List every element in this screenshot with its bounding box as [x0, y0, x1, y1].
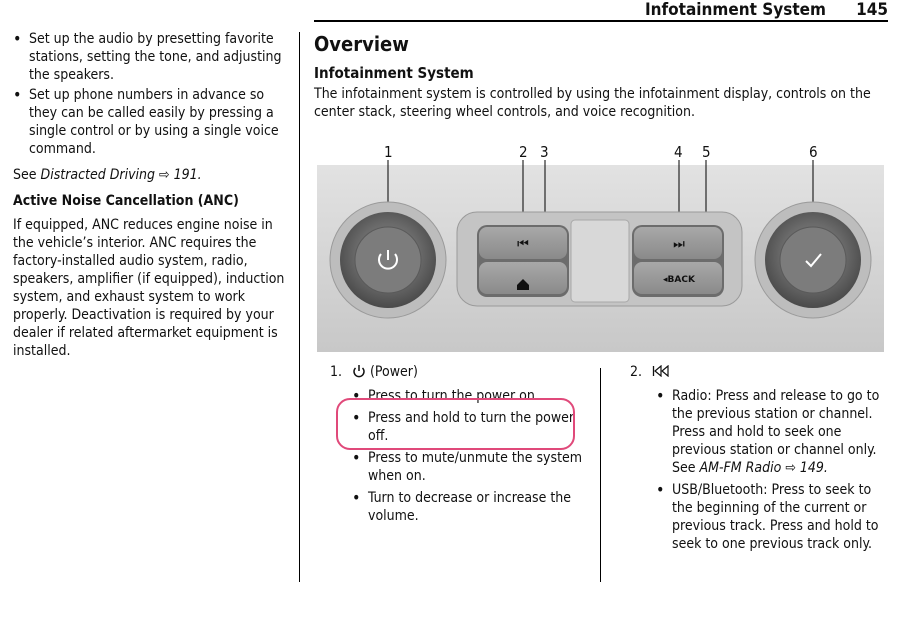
see-link[interactable]: Distracted Driving: [40, 167, 156, 183]
callout-5: 5: [702, 143, 711, 161]
arrow-icon: ⇨: [785, 460, 796, 476]
item-number: 2.: [630, 364, 643, 380]
see-reference: See Distracted Driving ⇨ 191.: [13, 167, 202, 183]
overview-intro: The infotainment system is controlled by…: [314, 86, 871, 120]
infotainment-subheading: Infotainment System: [314, 64, 474, 82]
power-icon: [353, 365, 365, 378]
page-number: 145: [856, 0, 888, 20]
select-knob: [754, 201, 872, 319]
bullet-text: Set up the audio by presetting favorite …: [29, 31, 282, 83]
column-divider-right: [600, 368, 601, 582]
overview-heading: Overview: [314, 32, 409, 56]
anc-paragraph: If equipped, ANC reduces engine noise in…: [13, 217, 285, 359]
svg-text:⏮: ⏮: [517, 237, 529, 252]
column-divider-left: [299, 32, 300, 582]
list-item: Press to turn the power on.: [352, 387, 585, 405]
callout-6: 6: [809, 143, 818, 161]
list-item: Set up phone numbers in advance so they …: [13, 86, 285, 158]
seek-forward-back-buttons: ⏭ ◂BACK: [632, 225, 724, 297]
callout-1: 1: [384, 143, 393, 161]
header-rule: [314, 20, 888, 22]
bullet-text: Set up phone numbers in advance so they …: [29, 87, 279, 157]
arrow-icon: ⇨: [159, 167, 170, 183]
highlight-annotation: [336, 398, 575, 450]
power-knob: [329, 201, 447, 319]
back-button-label: ◂BACK: [663, 275, 696, 285]
callout-2: 2: [519, 143, 528, 161]
item-label: (Power): [370, 364, 418, 380]
list-item: USB/Bluetooth: Press to seek to the begi…: [656, 481, 880, 553]
item-number: 1.: [330, 364, 343, 380]
seek-back-home-buttons: ⏮: [477, 225, 569, 297]
left-column: Set up the audio by presetting favorite …: [13, 30, 285, 360]
anc-heading: Active Noise Cancellation (ANC): [13, 193, 239, 209]
callout-3: 3: [540, 143, 549, 161]
list-item: Turn to decrease or increase the volume.: [352, 489, 585, 525]
callout-4: 4: [674, 143, 683, 161]
list-item: Radio: Press and release to go to the pr…: [656, 387, 880, 477]
seek-back-icon: [652, 364, 669, 378]
list-item: Set up the audio by presetting favorite …: [13, 30, 285, 84]
item-seek-back: 2. Radio: Press and release to go to the…: [630, 363, 880, 553]
item-power: 1. (Power) Press to turn the power on. P…: [330, 363, 585, 525]
see-link[interactable]: AM-FM Radio: [699, 460, 782, 476]
list-item: Press to mute/unmute the system when on.: [352, 449, 585, 485]
svg-text:⏭: ⏭: [673, 237, 685, 252]
controls-diagram: ⏮ ⏭ ◂BACK: [317, 160, 884, 352]
list-item: Press and hold to turn the power off.: [352, 409, 585, 445]
running-header-title: Infotainment System: [644, 0, 826, 20]
